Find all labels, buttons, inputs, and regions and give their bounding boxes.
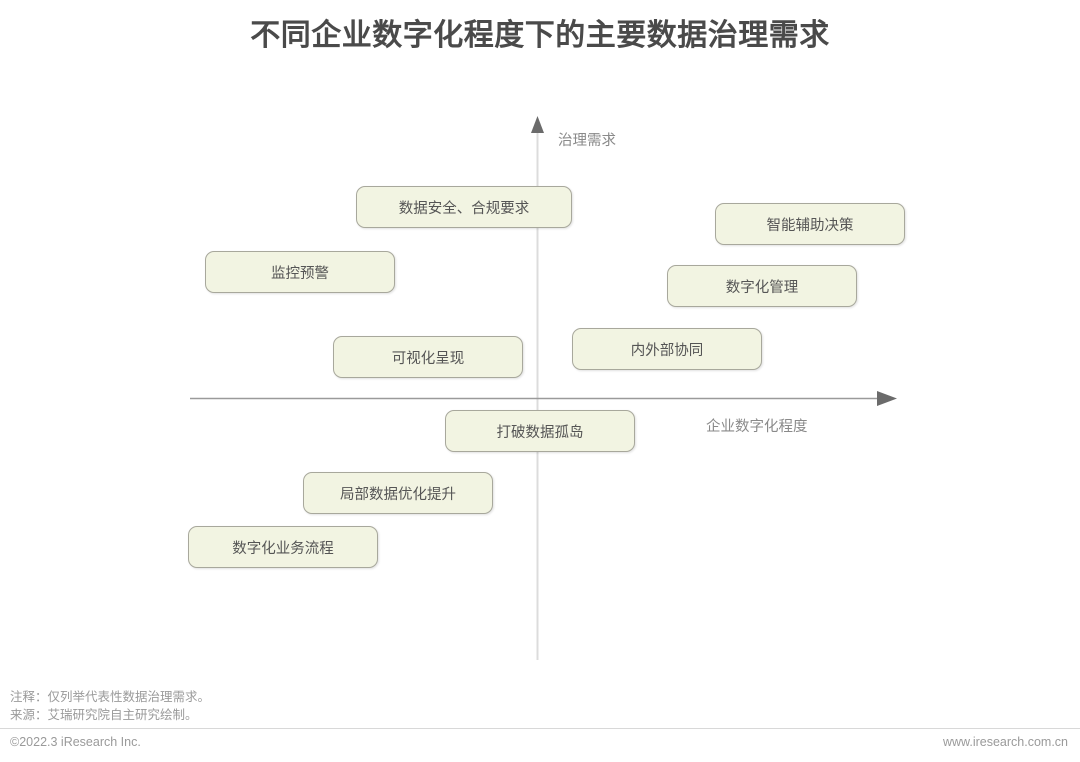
node-visualization[interactable]: 可视化呈现 bbox=[333, 336, 523, 378]
node-break-data-silos[interactable]: 打破数据孤岛 bbox=[445, 410, 635, 452]
footnotes: 注释：仅列举代表性数据治理需求。 来源：艾瑞研究院自主研究绘制。 bbox=[10, 688, 210, 724]
node-digital-management[interactable]: 数字化管理 bbox=[667, 265, 857, 307]
axis-lines bbox=[190, 116, 897, 660]
footer-copyright: ©2022.3 iResearch Inc. bbox=[10, 735, 141, 749]
note-line-2: 来源：艾瑞研究院自主研究绘制。 bbox=[10, 708, 198, 722]
y-axis-label: 治理需求 bbox=[558, 133, 616, 149]
quadrant-chart: 治理需求 企业数字化程度 数据安全、合规要求 监控预警 可视化呈现 智能辅助决策… bbox=[188, 116, 905, 660]
node-digital-business-process[interactable]: 数字化业务流程 bbox=[188, 526, 378, 568]
x-axis-arrowhead bbox=[877, 391, 897, 406]
node-monitoring-alert[interactable]: 监控预警 bbox=[205, 251, 395, 293]
node-data-security[interactable]: 数据安全、合规要求 bbox=[356, 186, 572, 228]
footer-website[interactable]: www.iresearch.com.cn bbox=[942, 735, 1068, 749]
node-internal-external-collaboration[interactable]: 内外部协同 bbox=[572, 328, 762, 370]
node-local-data-optimization[interactable]: 局部数据优化提升 bbox=[303, 472, 493, 514]
node-intelligent-decision[interactable]: 智能辅助决策 bbox=[715, 203, 905, 245]
footer-bar: ©2022.3 iResearch Inc. www.iresearch.com… bbox=[0, 728, 1080, 762]
x-axis-label: 企业数字化程度 bbox=[706, 419, 808, 435]
note-line-1: 注释：仅列举代表性数据治理需求。 bbox=[10, 690, 211, 704]
y-axis-arrowhead bbox=[531, 116, 544, 133]
page-title: 不同企业数字化程度下的主要数据治理需求 bbox=[250, 19, 830, 52]
